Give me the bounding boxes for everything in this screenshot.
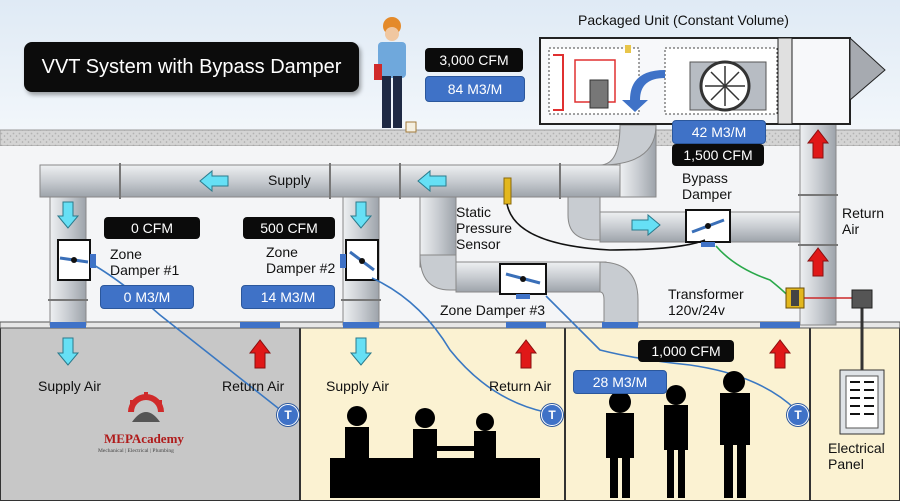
zone-damper-2[interactable] [340, 239, 379, 281]
thermostat-zone-2-icon[interactable]: T [541, 404, 563, 426]
page-title: VVT System with Bypass Damper [24, 42, 359, 92]
office-workers-silhouette [330, 406, 540, 498]
supply-label: Supply [268, 172, 311, 188]
packaged-unit [539, 36, 886, 125]
logo-tagline: Mechanical | Electrical | Plumbing [98, 448, 174, 454]
transformer-label: Transformer 120v/24v [668, 286, 744, 319]
zone-damper-1-label: Zone Damper #1 [110, 246, 180, 279]
return-air-duct-label: Return Air [842, 205, 885, 238]
zone-damper-2-label: Zone Damper #2 [266, 244, 336, 277]
transformer [785, 287, 873, 309]
mep-academy-logo [128, 392, 164, 422]
logo-name: MEPAcademy [104, 431, 184, 446]
zone-1-m3-badge: 0 M3/M [100, 285, 194, 309]
zone-1-return-air-label: Return Air [222, 378, 285, 394]
zone-2-cfm-badge: 500 CFM [243, 217, 335, 239]
business-people-silhouette [606, 371, 750, 498]
diffusers [50, 322, 800, 328]
rooftop-cfm-badge: 3,000 CFM [425, 48, 523, 72]
zone-damper-1[interactable] [57, 239, 96, 281]
unit-outlet-m3-badge: 42 M3/M [672, 120, 766, 144]
thermostat-zone-1-icon[interactable]: T [277, 404, 299, 426]
zone-1-cfm-badge: 0 CFM [104, 217, 200, 239]
supply-arrows [56, 169, 661, 366]
zone-2-return-air-label: Return Air [489, 378, 552, 394]
bypass-damper[interactable] [685, 209, 731, 247]
bypass-damper-label: Bypass Damper [682, 170, 732, 203]
zone-2-m3-badge: 14 M3/M [241, 285, 335, 309]
ceiling-line [0, 321, 900, 329]
zone-2-supply-air-label: Supply Air [326, 378, 390, 394]
electrical-panel-label: Electrical Panel [828, 440, 885, 473]
zone-3-m3-badge: 28 M3/M [573, 370, 667, 394]
zone-damper-3[interactable] [499, 263, 547, 299]
unit-outlet-cfm-badge: 1,500 CFM [672, 144, 764, 166]
static-pressure-sensor-label: Static Pressure Sensor [456, 204, 513, 253]
electrical-panel [839, 369, 885, 435]
thermostat-zone-3-icon[interactable]: T [787, 404, 809, 426]
rooftop-m3-badge: 84 M3/M [425, 76, 525, 102]
unit-airflow-arrow [622, 70, 665, 112]
zone-3-cfm-badge: 1,000 CFM [638, 340, 734, 362]
return-arrows [248, 129, 830, 369]
packaged-unit-label: Packaged Unit (Constant Volume) [578, 12, 789, 28]
technician-figure [374, 17, 417, 133]
zone-damper-3-label: Zone Damper #3 [440, 302, 546, 318]
zone-1-supply-air-label: Supply Air [38, 378, 102, 394]
static-pressure-sensor [503, 177, 512, 205]
